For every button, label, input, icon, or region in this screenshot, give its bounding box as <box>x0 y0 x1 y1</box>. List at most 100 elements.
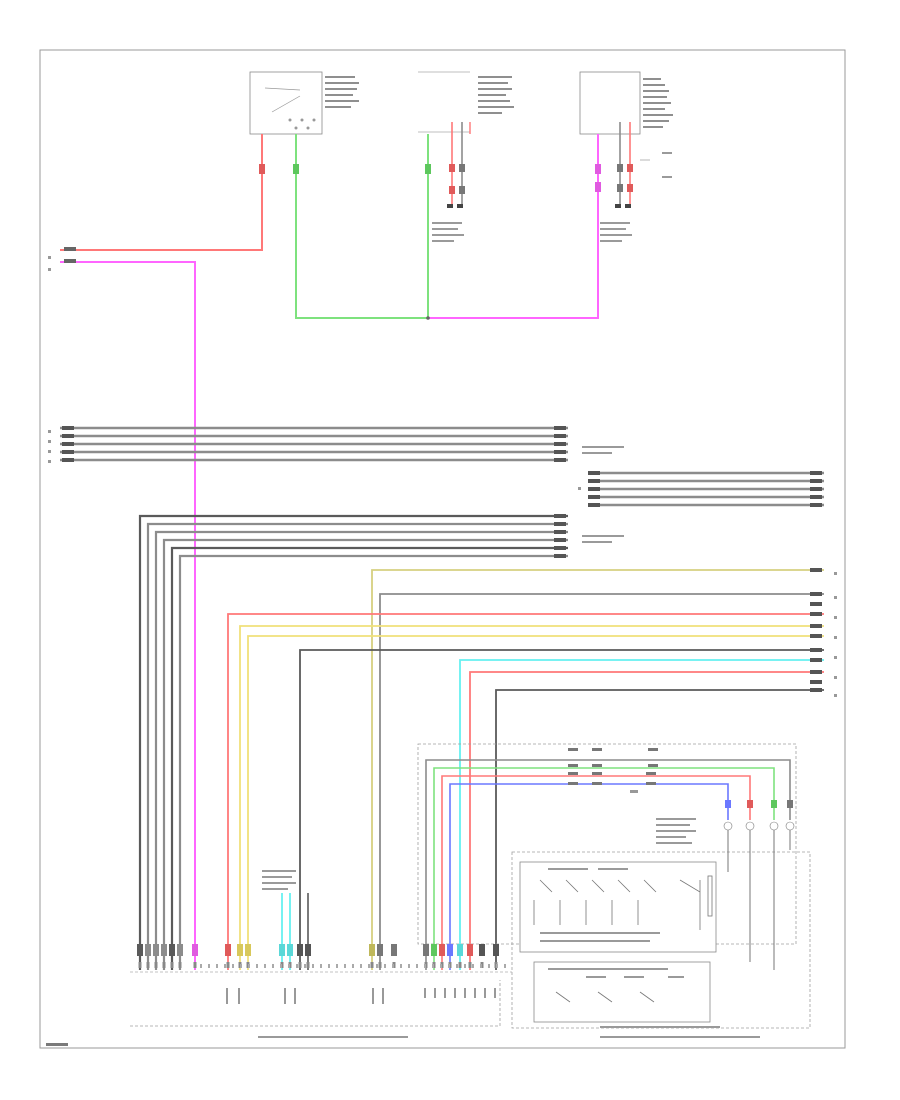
connector-dot <box>224 964 226 968</box>
connector-dot <box>264 964 266 968</box>
connector-pin <box>137 944 143 956</box>
top-center-component <box>418 71 514 133</box>
connector-pin <box>192 944 198 956</box>
connector-pin-stub <box>154 962 158 968</box>
connector-dot <box>424 964 426 968</box>
wire-magenta-top <box>428 134 599 319</box>
connector-dot <box>328 964 330 968</box>
connector-dot <box>408 964 410 968</box>
connector-dot <box>432 964 434 968</box>
connector-dot <box>400 964 402 968</box>
switch-module-verticals <box>727 850 775 970</box>
switch-panel-upper <box>519 861 717 953</box>
top-right-component <box>579 71 673 135</box>
connector-pin-stub <box>146 962 150 968</box>
connector-dot <box>496 964 498 968</box>
connector-dot <box>248 964 250 968</box>
connector-dot <box>200 964 202 968</box>
wire-junction <box>426 316 430 320</box>
connector-dot <box>320 964 322 968</box>
connector-pin <box>245 944 251 956</box>
connector-pin <box>479 944 485 956</box>
connector-pin <box>377 944 383 956</box>
switch-panel-lower-contents <box>548 968 684 1003</box>
diagram-frame <box>39 49 846 1049</box>
center-component-stubs <box>432 122 471 242</box>
connector-dot <box>368 964 370 968</box>
connector-pin-stub <box>178 962 182 968</box>
wire-green-top <box>295 134 429 319</box>
connector-dot <box>344 964 346 968</box>
connector-pin <box>145 944 151 956</box>
grey-bus-upper <box>48 426 624 463</box>
connector-pin <box>423 944 429 956</box>
connector-dot <box>376 964 378 968</box>
connector-pin <box>447 944 453 956</box>
bottom-pin-labels <box>226 988 496 1004</box>
connector-pin <box>369 944 375 956</box>
bottom-connector-pins <box>137 944 506 968</box>
connector-pin <box>439 944 445 956</box>
connector-pin-stub <box>170 962 174 968</box>
connector-pin-stub <box>162 962 166 968</box>
connector-pin <box>467 944 473 956</box>
connector-pin-stub <box>298 962 302 968</box>
connector-dot <box>304 964 306 968</box>
connector-pin-stub <box>468 962 472 968</box>
bottom-module-outline <box>130 980 501 1027</box>
bottom-module-label <box>258 1036 408 1038</box>
connector-pin <box>279 944 285 956</box>
connector-pin-stub <box>138 962 142 968</box>
connector-pin <box>457 944 463 956</box>
connector-dot <box>504 964 506 968</box>
connector-pin <box>177 944 183 956</box>
top-right-ground-labels <box>640 152 672 178</box>
connector-dot <box>464 964 466 968</box>
colored-wires-right <box>227 568 837 970</box>
connector-pin <box>161 944 167 956</box>
connector-dot <box>232 964 234 968</box>
connector-pin <box>431 944 437 956</box>
left-edge-markers <box>48 247 76 271</box>
page-code-mark <box>46 1043 68 1046</box>
connector-pin <box>297 944 303 956</box>
connector-dot <box>440 964 442 968</box>
connector-dot <box>288 964 290 968</box>
connector-pin-stub <box>458 962 462 968</box>
switch-panel-lower <box>533 961 711 1023</box>
connector-dot <box>208 964 210 968</box>
cyan-component-pair <box>262 870 309 970</box>
connector-dot <box>296 964 298 968</box>
connector-dot <box>312 964 314 968</box>
connector-pin <box>493 944 499 956</box>
lower-right-connectors <box>656 800 795 850</box>
connector-dot <box>392 964 394 968</box>
top-left-component-text <box>325 76 359 108</box>
connector-dot <box>472 964 474 968</box>
connector-pin <box>153 944 159 956</box>
connector-dot <box>384 964 386 968</box>
connector-dot <box>240 964 242 968</box>
connector-pin <box>169 944 175 956</box>
top-wire-markers <box>259 164 601 192</box>
connector-dot <box>416 964 418 968</box>
connector-pin-stub <box>306 962 310 968</box>
connector-dot <box>256 964 258 968</box>
connector-dot <box>360 964 362 968</box>
grey-bus-lower <box>138 514 624 970</box>
connector-dot <box>280 964 282 968</box>
bottom-right-module-label <box>600 1026 760 1038</box>
top-left-switch-component <box>249 71 359 135</box>
connector-pin-stub <box>378 962 382 968</box>
connector-dot <box>272 964 274 968</box>
connector-pin <box>391 944 397 956</box>
connector-dot <box>448 964 450 968</box>
connector-dot <box>488 964 490 968</box>
right-component-stubs <box>600 122 633 242</box>
connector-pin-stub <box>370 962 374 968</box>
connector-dot <box>336 964 338 968</box>
switch-panel-upper-contents <box>533 868 713 942</box>
wire-magenta-left <box>60 261 196 970</box>
connector-dot <box>352 964 354 968</box>
